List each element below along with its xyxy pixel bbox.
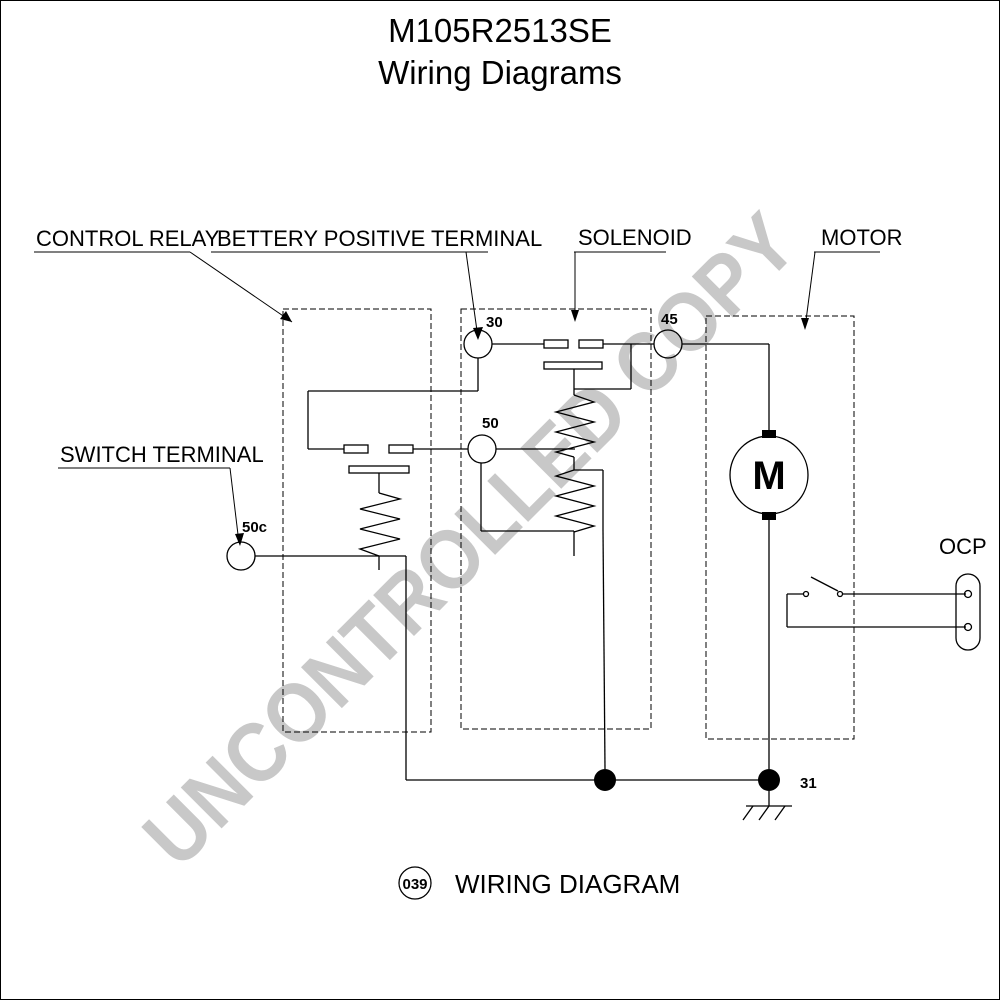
motor: M — [682, 343, 809, 769]
solenoid-hold-in-coil — [553, 469, 597, 533]
svg-text:BETTERY POSITIVE TERMINAL: BETTERY POSITIVE TERMINAL — [217, 226, 542, 251]
solenoid-label: SOLENOID — [571, 225, 692, 322]
model-number: M105R2513SE — [388, 12, 612, 49]
ocp-label: OCP — [939, 534, 987, 559]
control-relay-box — [282, 308, 432, 733]
caption-text: WIRING DIAGRAM — [455, 869, 680, 899]
ocp-switch — [786, 576, 966, 628]
caption: 039 WIRING DIAGRAM — [398, 866, 680, 900]
control-relay-internals — [255, 358, 479, 780]
control-relay-coil — [357, 492, 403, 557]
motor-symbol: M — [752, 454, 785, 498]
motor-box — [705, 315, 855, 740]
junction-dot — [594, 769, 616, 791]
control-relay-label: CONTROL RELAY — [34, 226, 293, 323]
svg-text:SOLENOID: SOLENOID — [578, 225, 692, 250]
terminal-50c: 50c — [226, 519, 267, 571]
ocp-connector: OCP — [939, 534, 987, 651]
svg-text:50c: 50c — [242, 519, 267, 536]
svg-text:30: 30 — [486, 314, 503, 331]
solenoid-pull-in-coil — [553, 394, 597, 458]
solenoid-contacts — [492, 339, 654, 395]
caption-number: 039 — [402, 876, 427, 893]
battery-positive-terminal-label: BETTERY POSITIVE TERMINAL — [211, 226, 542, 340]
svg-text:SWITCH TERMINAL: SWITCH TERMINAL — [60, 442, 264, 467]
svg-text:CONTROL RELAY: CONTROL RELAY — [36, 226, 220, 251]
terminal-31: 31 — [800, 775, 817, 792]
terminal-31-dot — [758, 769, 780, 791]
solenoid-box — [460, 308, 652, 730]
motor-label: MOTOR — [801, 225, 902, 330]
terminal-30: 30 — [463, 314, 503, 359]
page-title: Wiring Diagrams — [378, 54, 622, 91]
svg-text:MOTOR: MOTOR — [821, 225, 902, 250]
ground-symbol — [742, 791, 792, 821]
terminal-50: 50 — [467, 415, 499, 464]
svg-text:45: 45 — [661, 311, 678, 328]
switch-terminal-label: SWITCH TERMINAL — [58, 442, 264, 546]
svg-text:50: 50 — [482, 415, 499, 432]
